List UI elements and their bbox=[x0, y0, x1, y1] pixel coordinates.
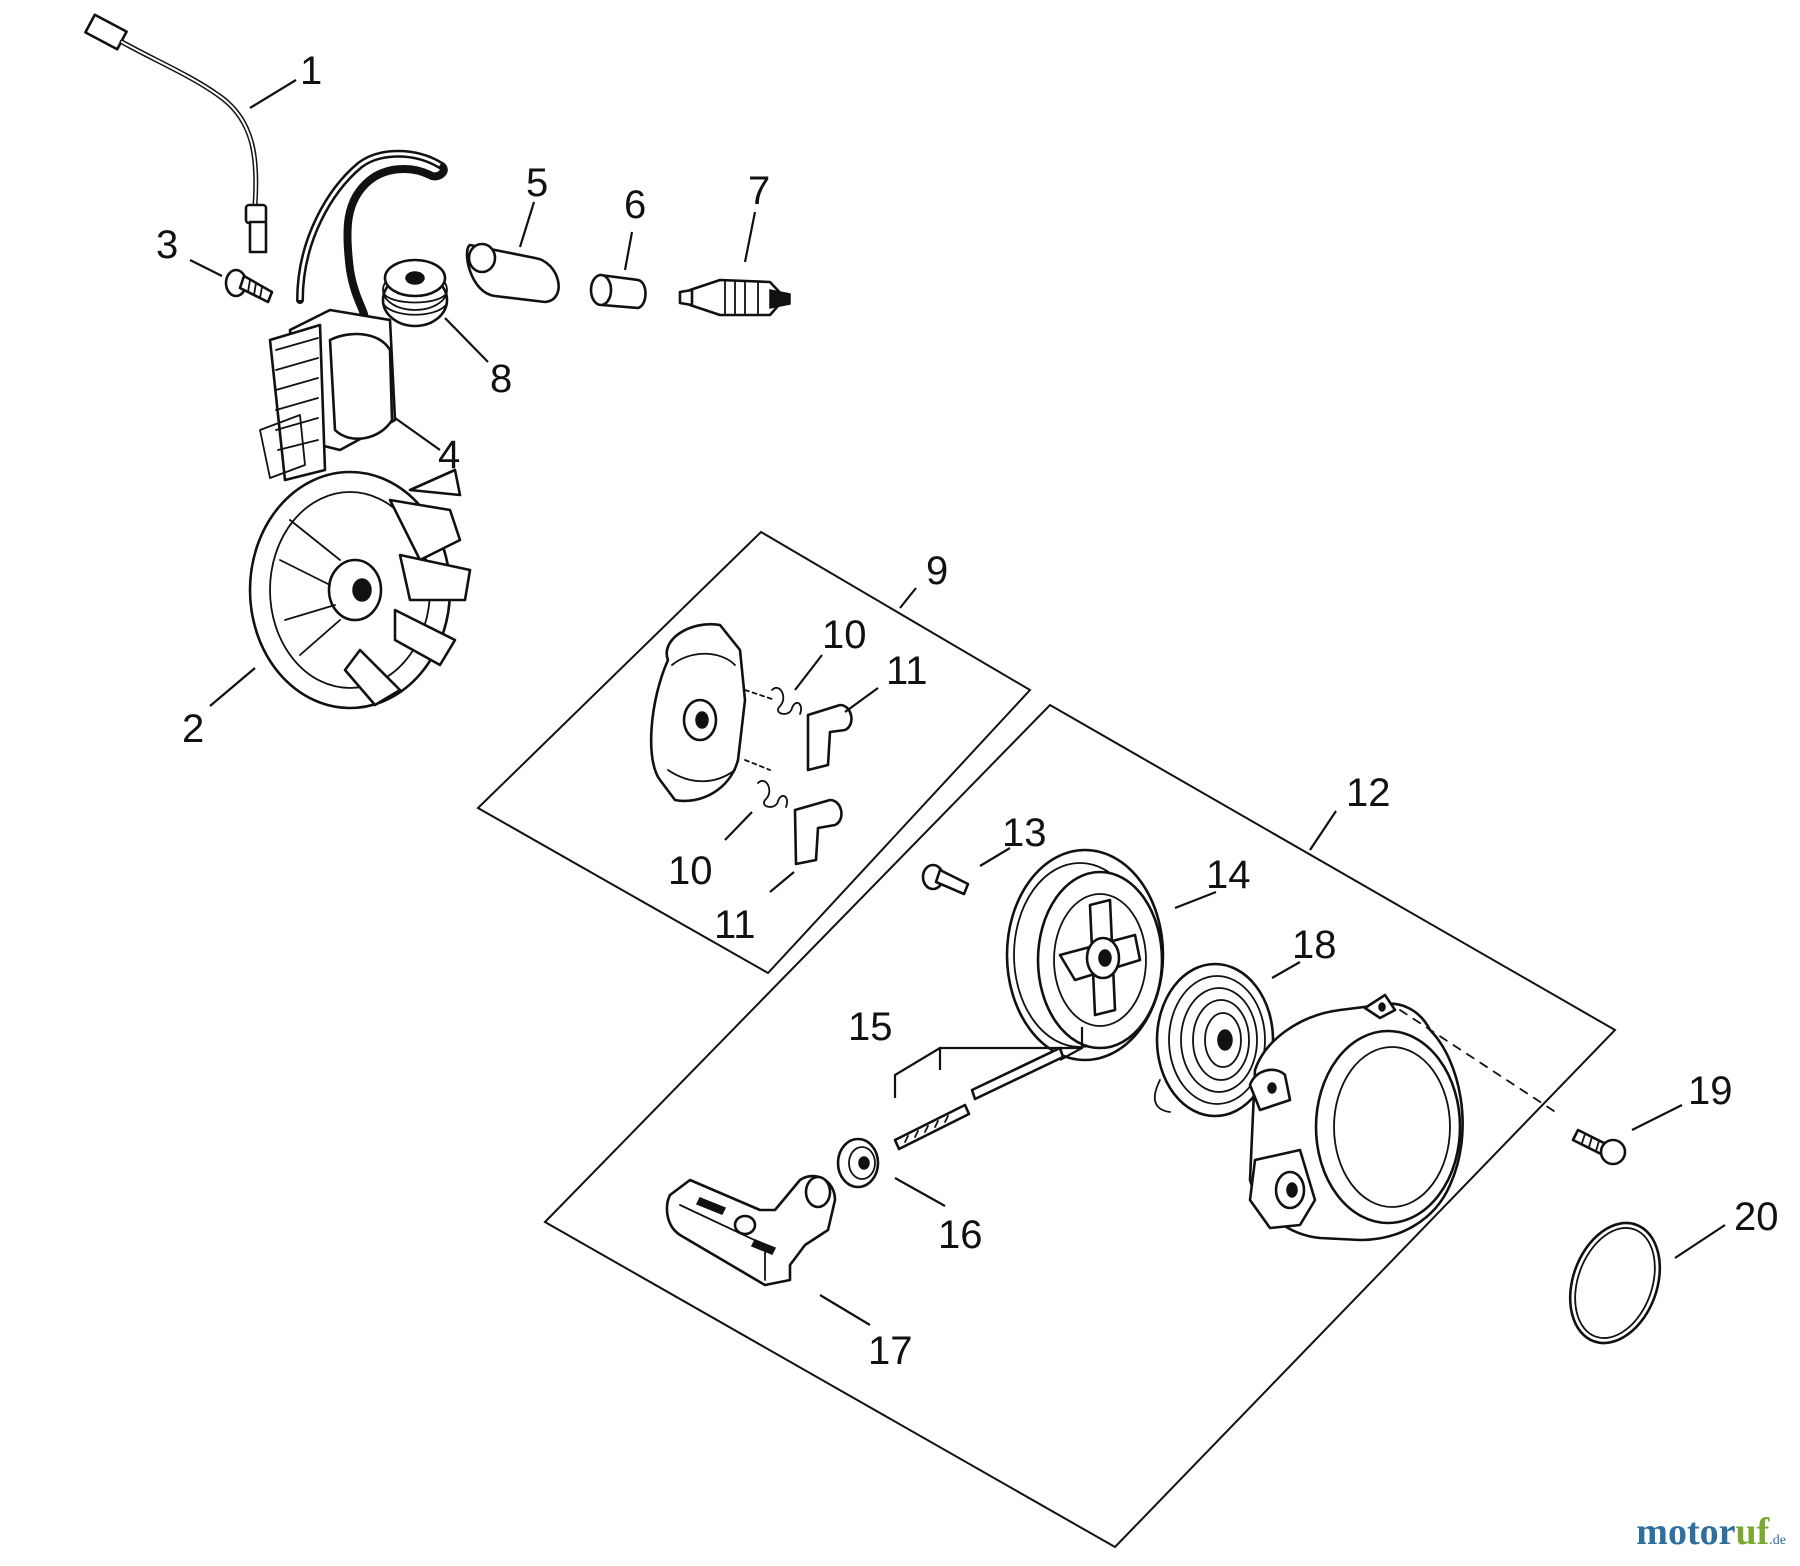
watermark-accent: uf bbox=[1735, 1511, 1770, 1553]
label-part-16: 16 bbox=[938, 1213, 983, 1257]
label-part-6: 6 bbox=[624, 183, 646, 227]
part-11-shoe-upper bbox=[806, 703, 853, 772]
part-14-rope-pulley bbox=[1005, 848, 1165, 1062]
part-1-ignition-wire bbox=[84, 13, 268, 254]
recoil-housing bbox=[1248, 993, 1464, 1242]
group-frame-12 bbox=[543, 703, 1617, 1549]
part-13-screw bbox=[921, 863, 970, 896]
label-part-14: 14 bbox=[1206, 853, 1251, 897]
part-16-rope-guide bbox=[836, 1137, 880, 1189]
label-part-10-lower: 10 bbox=[668, 849, 713, 893]
group-frame-9 bbox=[476, 530, 1032, 975]
label-part-7: 7 bbox=[748, 169, 770, 213]
label-part-1: 1 bbox=[300, 49, 322, 93]
part-6-sleeve bbox=[589, 273, 647, 310]
part-9-clutch-assembly bbox=[649, 622, 776, 803]
part-4-ignition-coil bbox=[259, 149, 448, 482]
part-18-recoil-spring bbox=[1153, 962, 1275, 1118]
part-5-spark-plug-cap bbox=[465, 242, 560, 304]
leader-lines bbox=[189, 79, 1726, 1326]
label-part-11-lower: 11 bbox=[714, 903, 756, 947]
part-17-starter-handle bbox=[665, 1174, 837, 1287]
part-8-grommet bbox=[381, 258, 449, 328]
label-part-10-upper: 10 bbox=[822, 613, 867, 657]
part-10-spring-lower bbox=[757, 780, 788, 808]
part-7-spark-plug bbox=[678, 278, 791, 317]
label-part-13: 13 bbox=[1002, 811, 1047, 855]
watermark-logo: motoruf.de bbox=[1636, 1510, 1786, 1554]
part-2-flywheel bbox=[248, 468, 472, 710]
label-part-5: 5 bbox=[526, 161, 548, 205]
part-10-spring-upper bbox=[771, 687, 802, 715]
assembly-guide-line bbox=[1399, 1009, 1561, 1116]
label-part-8: 8 bbox=[490, 357, 512, 401]
part-3-screw bbox=[224, 268, 274, 304]
label-part-12: 12 bbox=[1346, 771, 1391, 815]
label-part-18: 18 bbox=[1292, 923, 1337, 967]
watermark-tld: .de bbox=[1769, 1533, 1786, 1548]
part-19-screw bbox=[1571, 1128, 1627, 1166]
label-part-3: 3 bbox=[156, 223, 178, 267]
part-number-labels: 1 3 4 8 5 6 7 2 9 10 11 10 11 12 13 14 1… bbox=[156, 49, 1779, 1373]
part-20-o-ring bbox=[1568, 1221, 1662, 1345]
watermark-main: motor bbox=[1636, 1511, 1736, 1553]
part-11-shoe-lower bbox=[793, 798, 843, 866]
label-part-4: 4 bbox=[438, 433, 460, 477]
label-part-20: 20 bbox=[1734, 1195, 1779, 1239]
label-part-9: 9 bbox=[926, 549, 948, 593]
label-part-2: 2 bbox=[182, 707, 204, 751]
label-part-15: 15 bbox=[848, 1005, 893, 1049]
label-part-11-upper: 11 bbox=[886, 649, 928, 693]
label-part-19: 19 bbox=[1688, 1069, 1733, 1113]
label-part-17: 17 bbox=[868, 1329, 913, 1373]
part-15-starter-rope bbox=[893, 1046, 1065, 1151]
